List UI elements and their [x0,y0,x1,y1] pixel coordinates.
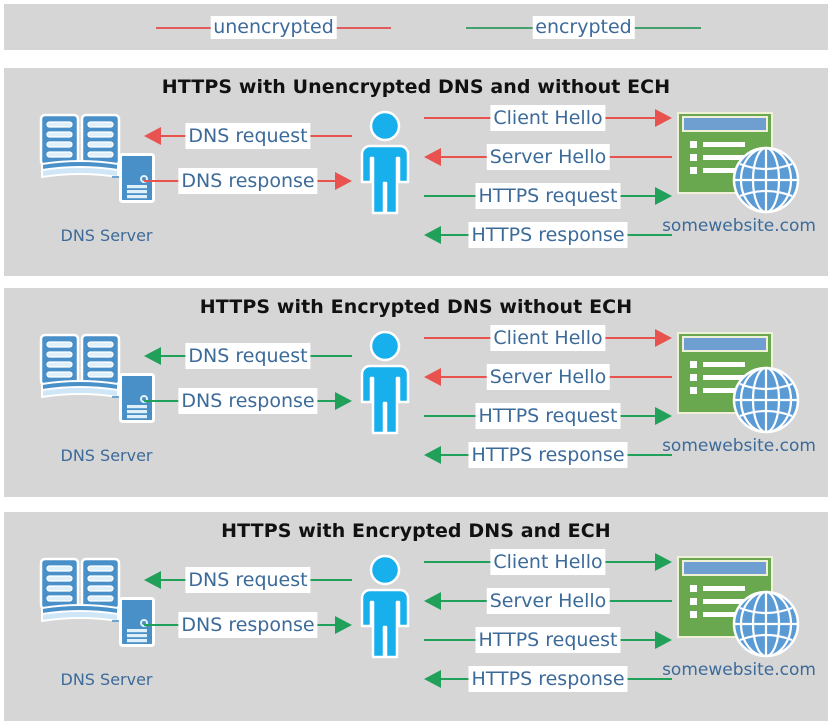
flow-arrowhead-left [424,226,441,244]
server-rack-icon [119,597,155,647]
user-person-icon [356,554,414,659]
legend-label-encrypted: encrypted [532,16,635,39]
flow-arrowhead-right [655,407,672,425]
dns-server-node: DNS Server [34,328,194,488]
flow-arrow-https-request: HTTPS request [424,403,672,429]
flow-label: DNS request [185,343,311,369]
flow-arrow-dns-request: DNS request [144,343,352,369]
flow-arrowhead-right [335,616,352,634]
dns-server-label: DNS Server [60,670,153,689]
website-label: somewebsite.com [662,436,816,456]
panel-title: HTTPS with Unencrypted DNS and without E… [161,76,671,98]
dns-server-node: DNS Server [34,552,194,712]
scenario-panel-1: HTTPS with Unencrypted DNS and without E… [4,68,828,276]
flow-arrow-dns-response: DNS response [144,388,352,414]
globe-icon [732,366,800,434]
panel-title: HTTPS with Encrypted DNS and ECH [221,520,611,542]
website-label: somewebsite.com [662,216,816,236]
flow-arrow-client-hello: Client Hello [424,105,672,131]
panel-title: HTTPS with Encrypted DNS without ECH [199,296,633,318]
legend-panel: unencrypted encrypted [4,4,828,50]
user-person-icon [356,110,414,215]
flow-label: HTTPS response [468,666,628,692]
server-rack-icon [119,153,155,203]
flow-label: HTTPS request [475,403,621,429]
flow-arrow-https-request: HTTPS request [424,627,672,653]
flow-arrowhead-left [424,368,441,386]
flow-label: HTTPS request [475,183,621,209]
globe-icon [732,590,800,658]
flow-arrow-dns-request: DNS request [144,123,352,149]
flow-arrowhead-right [335,392,352,410]
globe-icon [732,146,800,214]
flow-label: Server Hello [486,144,610,170]
flow-arrowhead-left [144,347,161,365]
flow-label: HTTPS response [468,442,628,468]
flow-label: Client Hello [490,549,606,575]
flow-arrowhead-left [144,571,161,589]
dns-server-label: DNS Server [60,226,153,245]
website-node: somewebsite.com [659,108,819,258]
book-icon [39,557,121,625]
flow-arrowhead-left [424,670,441,688]
flow-arrow-dns-request: DNS request [144,567,352,593]
flow-arrow-server-hello: Server Hello [424,588,672,614]
flow-label: Server Hello [486,588,610,614]
flow-label: DNS request [185,123,311,149]
flow-label: DNS request [185,567,311,593]
flow-arrowhead-left [144,127,161,145]
flow-arrow-client-hello: Client Hello [424,325,672,351]
website-node: somewebsite.com [659,552,819,702]
flow-label: Client Hello [490,105,606,131]
flow-label: Server Hello [486,364,610,390]
flow-arrow-dns-response: DNS response [144,168,352,194]
flow-arrow-https-response: HTTPS response [424,222,672,248]
website-node: somewebsite.com [659,328,819,478]
flow-label: Client Hello [490,325,606,351]
flow-arrowhead-right [335,172,352,190]
flow-label: DNS response [178,388,318,414]
flow-arrow-server-hello: Server Hello [424,364,672,390]
flow-arrow-https-response: HTTPS response [424,442,672,468]
flow-arrowhead-left [424,446,441,464]
flow-arrow-https-response: HTTPS response [424,666,672,692]
flow-arrow-server-hello: Server Hello [424,144,672,170]
flow-arrowhead-right [655,329,672,347]
flow-arrow-https-request: HTTPS request [424,183,672,209]
flow-label: DNS response [178,168,318,194]
flow-arrowhead-left [424,148,441,166]
flow-arrowhead-right [655,553,672,571]
flow-arrow-client-hello: Client Hello [424,549,672,575]
dns-server-node: DNS Server [34,108,194,268]
user-person-icon [356,330,414,435]
server-rack-icon [119,373,155,423]
scenario-panel-3: HTTPS with Encrypted DNS and ECH DNS Ser… [4,512,828,721]
book-icon [39,113,121,181]
legend-item-encrypted: encrypted [466,4,701,50]
legend-label-unencrypted: unencrypted [210,16,337,39]
dns-server-label: DNS Server [60,446,153,465]
flow-arrowhead-left [424,592,441,610]
flow-arrowhead-right [655,109,672,127]
flow-label: HTTPS response [468,222,628,248]
legend-item-unencrypted: unencrypted [156,4,391,50]
flow-arrowhead-right [655,187,672,205]
book-icon [39,333,121,401]
website-label: somewebsite.com [662,660,816,680]
flow-label: DNS response [178,612,318,638]
flow-label: HTTPS request [475,627,621,653]
scenario-panel-2: HTTPS with Encrypted DNS without ECH DNS… [4,288,828,497]
flow-arrowhead-right [655,631,672,649]
flow-arrow-dns-response: DNS response [144,612,352,638]
